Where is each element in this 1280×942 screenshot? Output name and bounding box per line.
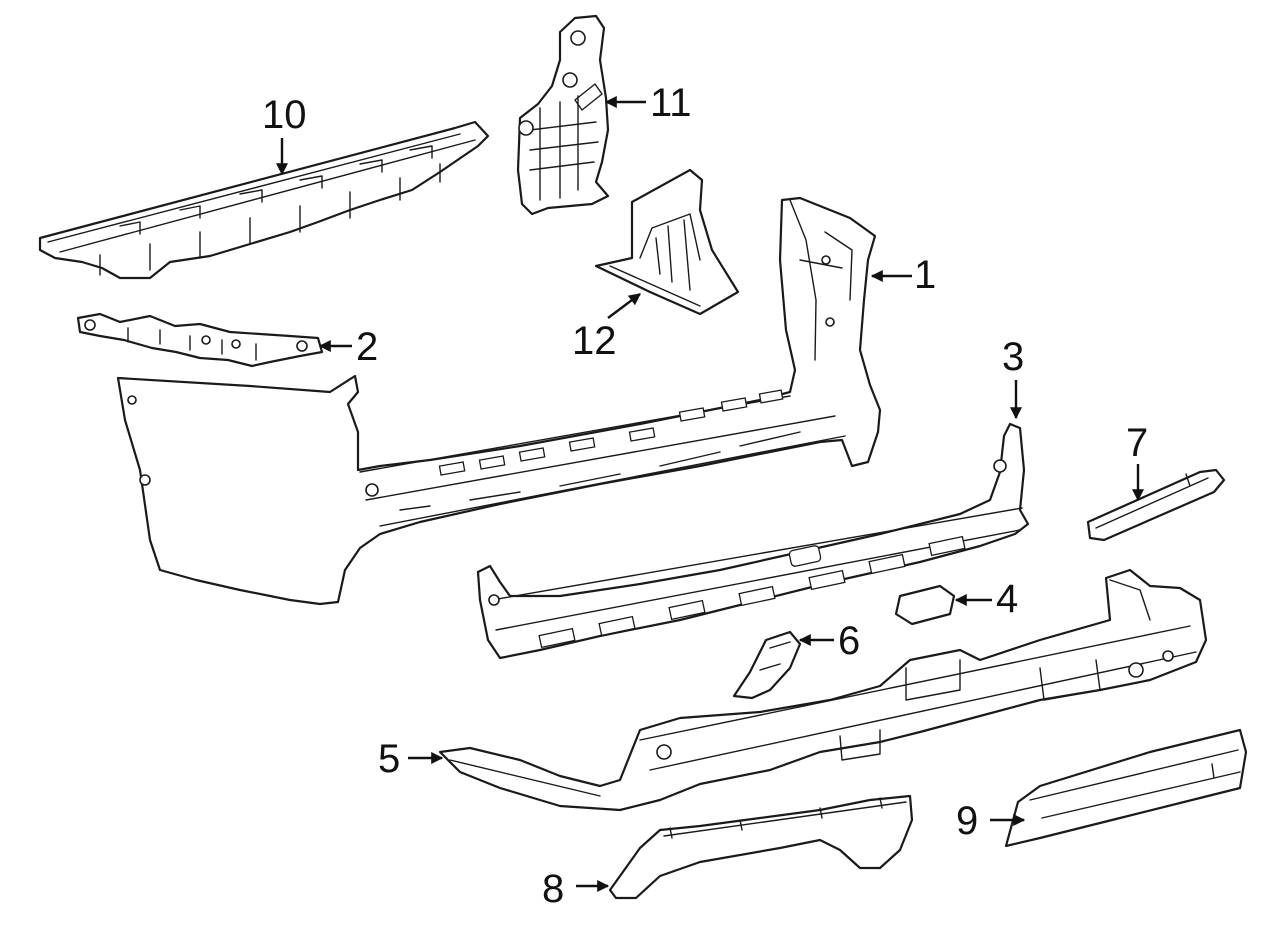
callout-1: 1 bbox=[914, 253, 936, 297]
part-2-side-bracket[interactable] bbox=[76, 312, 324, 368]
part-1-bumper-cover[interactable] bbox=[116, 196, 882, 606]
callout-7: 7 bbox=[1126, 421, 1148, 465]
callout-11: 11 bbox=[650, 81, 692, 125]
part-6-bracket[interactable] bbox=[732, 630, 802, 700]
callout-5: 5 bbox=[378, 737, 400, 781]
callout-10: 10 bbox=[262, 93, 307, 137]
callout-3: 3 bbox=[1002, 335, 1024, 379]
part-4-cover-plate[interactable] bbox=[894, 584, 956, 626]
part-7-reflector[interactable] bbox=[1086, 468, 1226, 542]
leader-lines bbox=[276, 96, 1144, 892]
callout-4: 4 bbox=[996, 577, 1018, 621]
part-11-upper-bracket[interactable] bbox=[516, 14, 610, 216]
part-5-lower-beam[interactable] bbox=[438, 568, 1208, 812]
part-12-support-bracket[interactable] bbox=[594, 168, 740, 316]
leader-12 bbox=[607, 293, 641, 319]
callout-8: 8 bbox=[542, 867, 564, 911]
callout-labels: 10 11 1 12 2 3 7 4 6 5 8 9 bbox=[262, 81, 1148, 911]
part-8-valance-left[interactable] bbox=[608, 794, 914, 900]
part-3-step-pad[interactable] bbox=[476, 422, 1030, 660]
part-9-valance-right[interactable] bbox=[1004, 728, 1248, 848]
callout-9: 9 bbox=[956, 799, 978, 843]
callout-2: 2 bbox=[356, 325, 378, 369]
callout-6: 6 bbox=[838, 619, 860, 663]
part-10-energy-absorber[interactable] bbox=[38, 120, 490, 280]
callout-12: 12 bbox=[572, 319, 617, 363]
